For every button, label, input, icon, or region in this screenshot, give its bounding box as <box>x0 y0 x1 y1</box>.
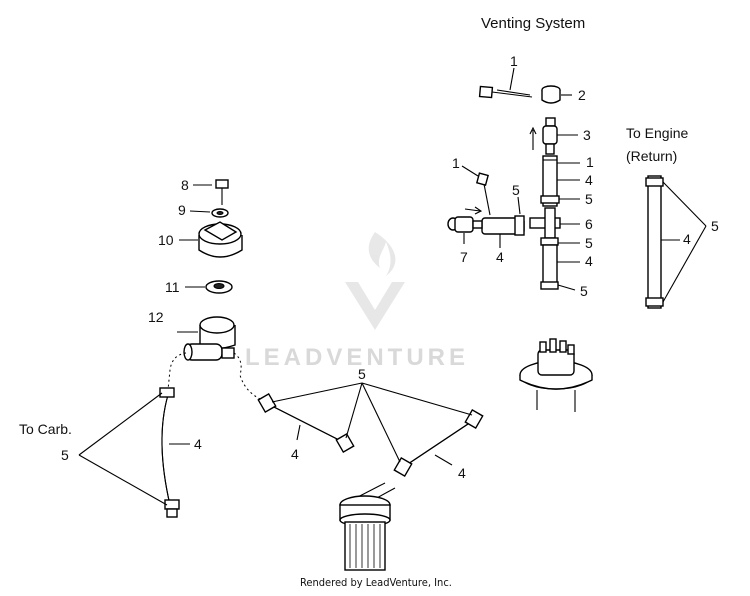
carb-hose <box>159 387 180 518</box>
callout-mid-hose-left: 4 <box>291 446 299 462</box>
callout-carb-hose: 4 <box>194 436 202 452</box>
vent-valve <box>542 117 558 155</box>
callout-carb-clamp: 5 <box>61 447 69 463</box>
callout-v-hose-top: 4 <box>585 172 593 188</box>
callout-v-left-bolt: 1 <box>452 155 460 171</box>
leadventure-watermark-logo <box>345 232 405 330</box>
callout-v-clamp-mid: 5 <box>585 235 593 251</box>
callout-v-left-hose: 4 <box>496 249 504 265</box>
leader-line <box>662 225 707 303</box>
leader-line <box>361 382 473 416</box>
callout-nut11: 11 <box>165 279 180 295</box>
leader-line <box>662 181 707 227</box>
mid-hose-right <box>393 408 484 478</box>
leader-line <box>189 210 211 213</box>
callout-mid-hose-right: 4 <box>458 465 466 481</box>
leader-line <box>345 382 363 439</box>
to-engine-return-label: (Return) <box>626 148 677 164</box>
vent-left-hose <box>481 215 525 236</box>
leader-line <box>78 454 168 506</box>
routing-path <box>233 352 263 401</box>
callout-cap10: 10 <box>158 232 174 248</box>
callout-v-left-filter: 7 <box>460 249 468 265</box>
bolt-8 <box>215 179 229 205</box>
washer-9 <box>211 208 229 218</box>
vent-left-bolt <box>475 172 491 216</box>
vent-bolt <box>478 85 533 99</box>
callout-ret-hose: 4 <box>683 231 691 247</box>
watermark-text: LEADVENTURE <box>245 344 469 371</box>
leader-line <box>461 165 479 177</box>
leader-line <box>296 424 301 441</box>
callout-v-cap: 2 <box>578 87 586 103</box>
callout-v-valve: 3 <box>583 127 591 143</box>
fuel-valve-12 <box>183 316 236 361</box>
callout-valve12: 12 <box>148 309 164 325</box>
routing-path <box>167 352 187 391</box>
fuel-cap-10 <box>198 221 243 258</box>
callout-v-tee: 6 <box>585 216 593 232</box>
leader-line <box>78 392 163 456</box>
flow-arrow-icon <box>529 126 537 150</box>
leader-line <box>517 196 521 215</box>
callout-ret-clamp: 5 <box>711 218 719 234</box>
callout-v-clamp-top: 5 <box>585 191 593 207</box>
to-engine-label: To Engine <box>626 125 688 141</box>
callout-v-check: 1 <box>586 154 594 170</box>
leader-line <box>434 454 453 466</box>
flow-arrow-icon <box>464 206 483 215</box>
venting-system-title: Venting System <box>481 15 585 32</box>
callout-mid-clamp: 5 <box>358 366 366 382</box>
callout-v-clamp-low: 5 <box>580 283 588 299</box>
fuel-pickup-assembly <box>519 338 593 412</box>
vent-filter <box>447 216 483 233</box>
callout-v-bolt: 1 <box>510 53 518 69</box>
mid-hose-left <box>257 392 355 454</box>
footer-credit: Rendered by LeadVenture, Inc. <box>300 576 452 589</box>
leader-line <box>509 67 515 91</box>
leader-line <box>271 382 363 403</box>
vent-cap <box>541 85 561 104</box>
callout-v-left-clamp: 5 <box>512 182 520 198</box>
return-hose <box>645 175 664 309</box>
callout-washer9: 9 <box>178 202 186 218</box>
vent-hose-lower <box>540 237 559 290</box>
to-carb-label: To Carb. <box>19 421 72 437</box>
fuel-filter <box>339 482 396 571</box>
callout-bolt8: 8 <box>181 177 189 193</box>
nut-11 <box>205 280 233 294</box>
leader-line <box>361 382 401 463</box>
callout-v-hose-low: 4 <box>585 253 593 269</box>
vent-hose-upper <box>540 155 560 207</box>
vent-tee <box>529 207 561 239</box>
leader-line <box>557 284 576 291</box>
